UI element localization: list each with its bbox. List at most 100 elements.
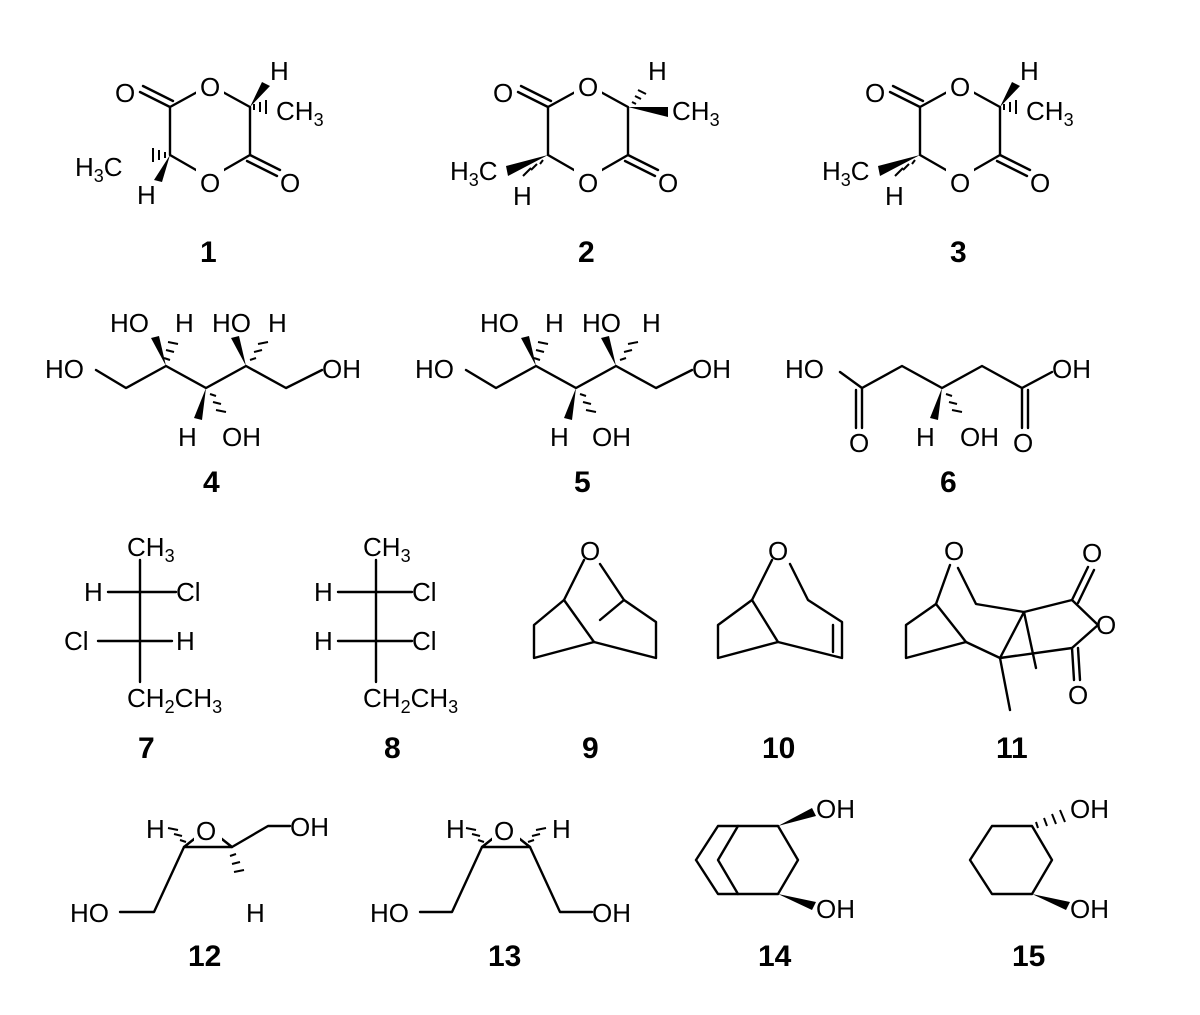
hydroxyl-group: HO	[785, 354, 824, 384]
ring-oxygen-atom: O	[1096, 610, 1116, 640]
hydroxyl-group: HO	[480, 308, 519, 338]
compound-number: 12	[188, 940, 221, 973]
hydroxyl-group: OH	[592, 422, 631, 452]
bridging-oxygen-atom: O	[944, 536, 964, 566]
ring-oxygen-atom: O	[578, 168, 598, 198]
ethyl-group: CH2CH3	[127, 683, 222, 717]
hydroxyl-group: HO	[212, 308, 251, 338]
ring-oxygen-atom: O	[200, 168, 220, 198]
compound-11-cantharidin: O O O O 11	[904, 536, 1116, 765]
hydroxyl-group: HO	[70, 898, 109, 928]
hydroxyl-group: HO	[45, 354, 84, 384]
hydrogen-atom: H	[314, 626, 333, 656]
chlorine-atom: Cl	[412, 626, 437, 656]
chlorine-atom: Cl	[176, 577, 201, 607]
carbonyl-oxygen-atom: O	[849, 428, 869, 458]
compound-3-lactide: O O O O H CH3 H H3C 3	[822, 56, 1074, 269]
hydroxyl-group: OH	[816, 794, 855, 824]
compound-number: 14	[758, 940, 792, 973]
carbonyl-oxygen-atom: O	[115, 78, 135, 108]
epoxide-oxygen-atom: O	[494, 816, 514, 846]
hydroxyl-group: HO	[110, 308, 149, 338]
compound-number: 2	[578, 236, 595, 269]
hydrogen-atom: H	[314, 577, 333, 607]
compound-2-lactide: O O O O H CH3 H H3C 2	[450, 56, 720, 269]
hydrogen-atom: H	[552, 814, 571, 844]
methyl-group: CH3	[127, 532, 175, 566]
hydrogen-atom: H	[550, 422, 569, 452]
ring-oxygen-atom: O	[200, 72, 220, 102]
compound-number: 8	[384, 732, 401, 765]
compound-4-pentitol: HO OH HO H H OH HO H 4	[45, 308, 361, 499]
carbonyl-oxygen-atom: O	[280, 168, 300, 198]
hydrogen-atom: H	[270, 56, 289, 86]
compound-number: 7	[138, 732, 155, 765]
hydrogen-atom: H	[137, 180, 156, 210]
compound-number: 4	[203, 466, 220, 499]
methyl-group: H3C	[822, 156, 870, 190]
bridging-oxygen-atom: O	[580, 536, 600, 566]
methyl-group: H3C	[450, 156, 498, 190]
hydrogen-atom: H	[84, 577, 103, 607]
compound-14-cyclohexanediol: OH OH 14	[694, 794, 855, 973]
compound-number: 5	[574, 466, 591, 499]
hydroxyl-group: HO	[370, 898, 409, 928]
compound-number: 1	[200, 236, 217, 269]
bridging-oxygen-atom: O	[768, 536, 788, 566]
hydroxyl-group: OH	[592, 898, 631, 928]
hydroxyl-group: OH	[960, 422, 999, 452]
hydrogen-atom: H	[916, 422, 935, 452]
hydrogen-atom: H	[175, 308, 194, 338]
compound-12-epoxide: O H H OH HO 12	[70, 812, 329, 973]
compound-number: 9	[582, 732, 599, 765]
compound-10-oxanorbornene: O 10	[716, 536, 844, 765]
compound-number: 6	[940, 466, 957, 499]
hydroxyl-group: OH	[1070, 894, 1109, 924]
carbonyl-oxygen-atom: O	[1013, 428, 1033, 458]
epoxide-oxygen-atom: O	[196, 816, 216, 846]
carbonyl-oxygen-atom: O	[658, 168, 678, 198]
compound-9-oxanorbornane: O 9	[532, 536, 658, 765]
hydrogen-atom: H	[176, 626, 195, 656]
hydroxyl-group: HO	[582, 308, 621, 338]
hydroxyl-group: OH	[290, 812, 329, 842]
compound-number: 15	[1012, 940, 1045, 973]
hydrogen-atom: H	[885, 181, 904, 211]
carbonyl-oxygen-atom: O	[1068, 680, 1088, 710]
hydroxyl-group: HO	[415, 354, 454, 384]
methyl-group: CH3	[672, 96, 720, 130]
hydrogen-atom: H	[648, 56, 667, 86]
methyl-group: CH3	[276, 96, 324, 130]
compound-number: 3	[950, 236, 967, 269]
hydrogen-atom: H	[268, 308, 287, 338]
ring-oxygen-atom: O	[950, 168, 970, 198]
hydroxyl-group: OH	[322, 354, 361, 384]
hydrogen-atom: H	[1020, 56, 1039, 86]
hydroxyl-group: OH	[692, 354, 731, 384]
ring-oxygen-atom: O	[950, 72, 970, 102]
hydrogen-atom: H	[446, 814, 465, 844]
carbonyl-oxygen-atom: O	[865, 78, 885, 108]
hydroxyl-group: OH	[1052, 354, 1091, 384]
compound-number: 13	[488, 940, 521, 973]
compound-6-hydroxyglutaric-acid: HO OH O O H OH 6	[785, 354, 1091, 499]
compound-number: 11	[996, 732, 1028, 765]
hydroxyl-group: OH	[222, 422, 261, 452]
carbonyl-oxygen-atom: O	[1030, 168, 1050, 198]
carbonyl-oxygen-atom: O	[493, 78, 513, 108]
hydrogen-atom: H	[246, 898, 265, 928]
chlorine-atom: Cl	[64, 626, 89, 656]
hydrogen-atom: H	[513, 181, 532, 211]
methyl-group: CH3	[1026, 96, 1074, 130]
ring-oxygen-atom: O	[578, 72, 598, 102]
hydroxyl-group: OH	[816, 894, 855, 924]
compound-15-cyclohexanediol: OH OH 15	[968, 794, 1109, 973]
carbonyl-oxygen-atom: O	[1082, 538, 1102, 568]
hydrogen-atom: H	[642, 308, 661, 338]
hydroxyl-group: OH	[1070, 794, 1109, 824]
compound-1-lactide: O O O O H CH3 H H3C 1	[75, 56, 324, 269]
hydrogen-atom: H	[178, 422, 197, 452]
compound-7-fischer-projection: CH3 H Cl Cl H CH2CH3 7	[64, 532, 222, 765]
compound-8-fischer-projection: CH3 H Cl H Cl CH2CH3 8	[314, 532, 458, 765]
compound-13-epoxide: O H H HO OH 13	[370, 814, 631, 973]
